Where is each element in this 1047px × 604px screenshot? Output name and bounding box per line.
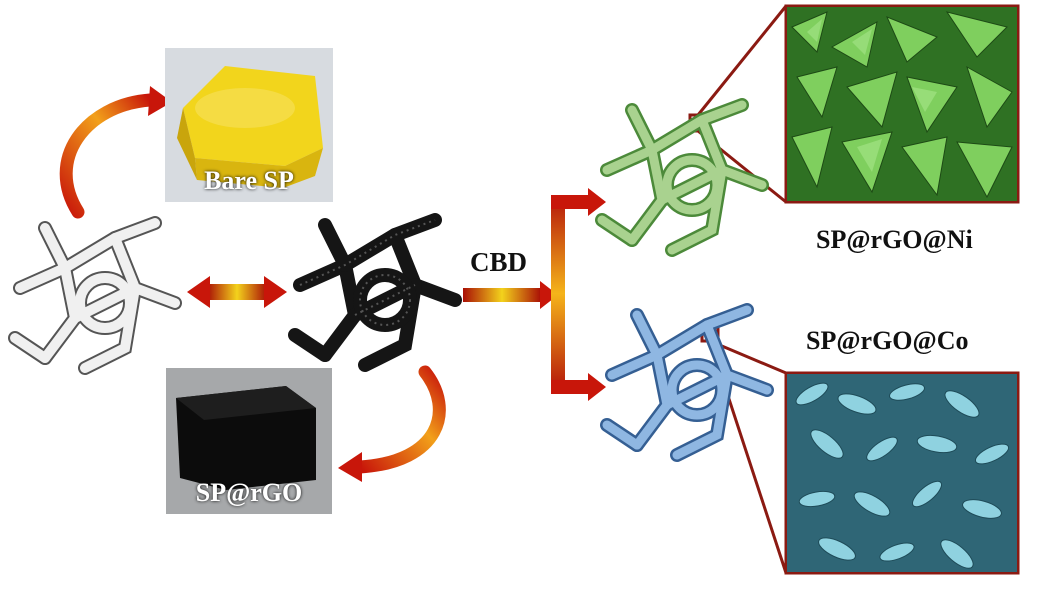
bare-sp-photo: Bare SP	[165, 48, 333, 202]
sp-rgo-photo: SP@rGO	[166, 368, 332, 514]
bare-sp-label: Bare SP	[204, 166, 294, 195]
ni-coated-foam	[595, 98, 769, 257]
co-sem-image	[787, 374, 1017, 572]
curved-arrow-to-bare-sp	[59, 86, 172, 219]
white-foam-skeleton	[8, 216, 182, 375]
sp-rgo-co-label: SP@rGO@Co	[806, 326, 969, 355]
curved-arrow-to-sp-rgo	[338, 365, 446, 482]
cbd-arrow	[463, 281, 558, 309]
ni-sem-image	[787, 7, 1017, 201]
sp-rgo-label: SP@rGO	[195, 478, 303, 507]
co-coated-foam	[600, 303, 774, 462]
black-foam-skeleton	[288, 213, 462, 372]
sp-rgo-ni-label: SP@rGO@Ni	[816, 225, 973, 254]
double-arrow	[187, 276, 287, 308]
cbd-label: CBD	[470, 247, 528, 277]
